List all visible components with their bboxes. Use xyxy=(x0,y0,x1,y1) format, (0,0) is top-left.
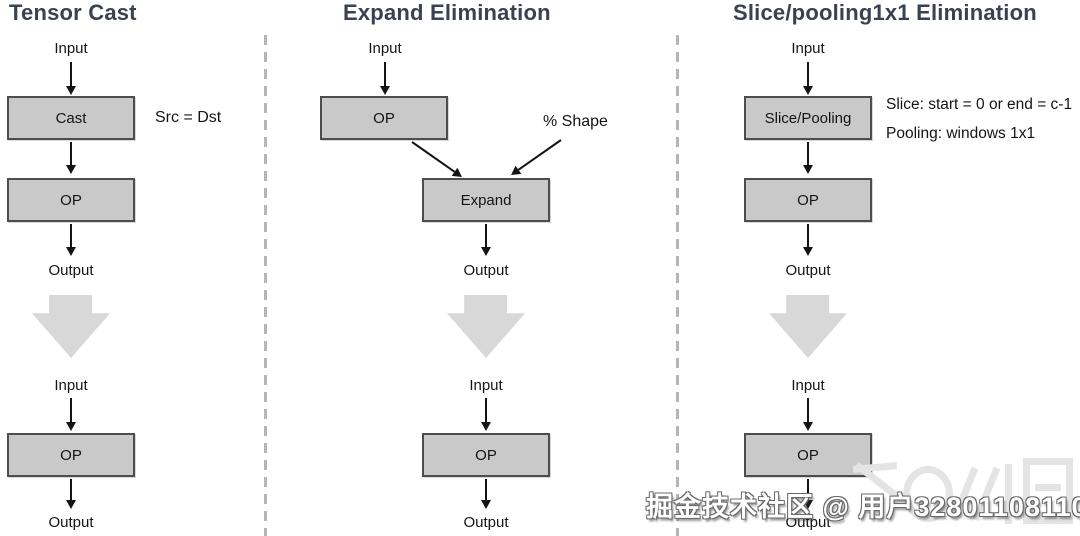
cast-condition-note: Src = Dst xyxy=(155,109,222,126)
expand-node: Expand xyxy=(422,178,550,222)
arrow-diagonal-icon xyxy=(411,141,456,173)
column-title-expand-elimination: Expand Elimination xyxy=(343,0,551,25)
site-watermark: 掘金技术社区 @ 用户32801108110 xyxy=(646,492,1080,522)
output-label: Output xyxy=(48,262,94,279)
arrow-down-icon xyxy=(66,479,76,509)
op-node: OP xyxy=(744,433,872,477)
arrow-down-icon xyxy=(803,398,813,431)
input-label: Input xyxy=(791,40,825,57)
input-label: Input xyxy=(54,40,88,57)
arrow-down-icon xyxy=(66,62,76,95)
output-label: Output xyxy=(785,514,831,531)
arrow-down-icon xyxy=(803,224,813,256)
arrow-down-icon xyxy=(380,62,390,95)
arrow-diagonal-icon xyxy=(517,139,562,171)
output-label: Output xyxy=(785,262,831,279)
slice-condition-note: Slice: start = 0 or end = c-1 xyxy=(886,96,1073,113)
arrow-down-icon xyxy=(66,398,76,431)
transform-arrow-icon xyxy=(769,295,847,358)
output-label: Output xyxy=(48,514,94,531)
arrow-down-icon xyxy=(803,62,813,95)
transform-arrow-icon xyxy=(32,295,110,358)
column-divider-2 xyxy=(676,35,679,536)
op-node: OP xyxy=(7,433,135,477)
op-node: OP xyxy=(744,178,872,222)
arrow-down-icon xyxy=(66,224,76,256)
op-node: OP xyxy=(7,178,135,222)
input-label: Input xyxy=(54,377,88,394)
arrow-down-icon xyxy=(481,479,491,509)
arrow-down-icon xyxy=(66,142,76,174)
column-title-slice-pooling-elimination: Slice/pooling1x1 Elimination xyxy=(733,0,1037,25)
op-node: OP xyxy=(320,96,448,140)
op-node: OP xyxy=(422,433,550,477)
shape-input-note: % Shape xyxy=(543,113,608,130)
arrow-down-icon xyxy=(803,479,813,509)
input-label: Input xyxy=(368,40,402,57)
column-divider-1 xyxy=(264,35,267,536)
column-title-tensor-cast: Tensor Cast xyxy=(9,0,137,25)
arrow-down-icon xyxy=(481,398,491,431)
arrow-down-icon xyxy=(481,224,491,256)
input-label: Input xyxy=(791,377,825,394)
pooling-condition-note: Pooling: windows 1x1 xyxy=(886,125,1036,142)
output-label: Output xyxy=(463,514,509,531)
cast-node: Cast xyxy=(7,96,135,140)
slice-pooling-node: Slice/Pooling xyxy=(744,96,872,140)
output-label: Output xyxy=(463,262,509,279)
arrow-down-icon xyxy=(803,142,813,174)
input-label: Input xyxy=(469,377,503,394)
transform-arrow-icon xyxy=(447,295,525,358)
